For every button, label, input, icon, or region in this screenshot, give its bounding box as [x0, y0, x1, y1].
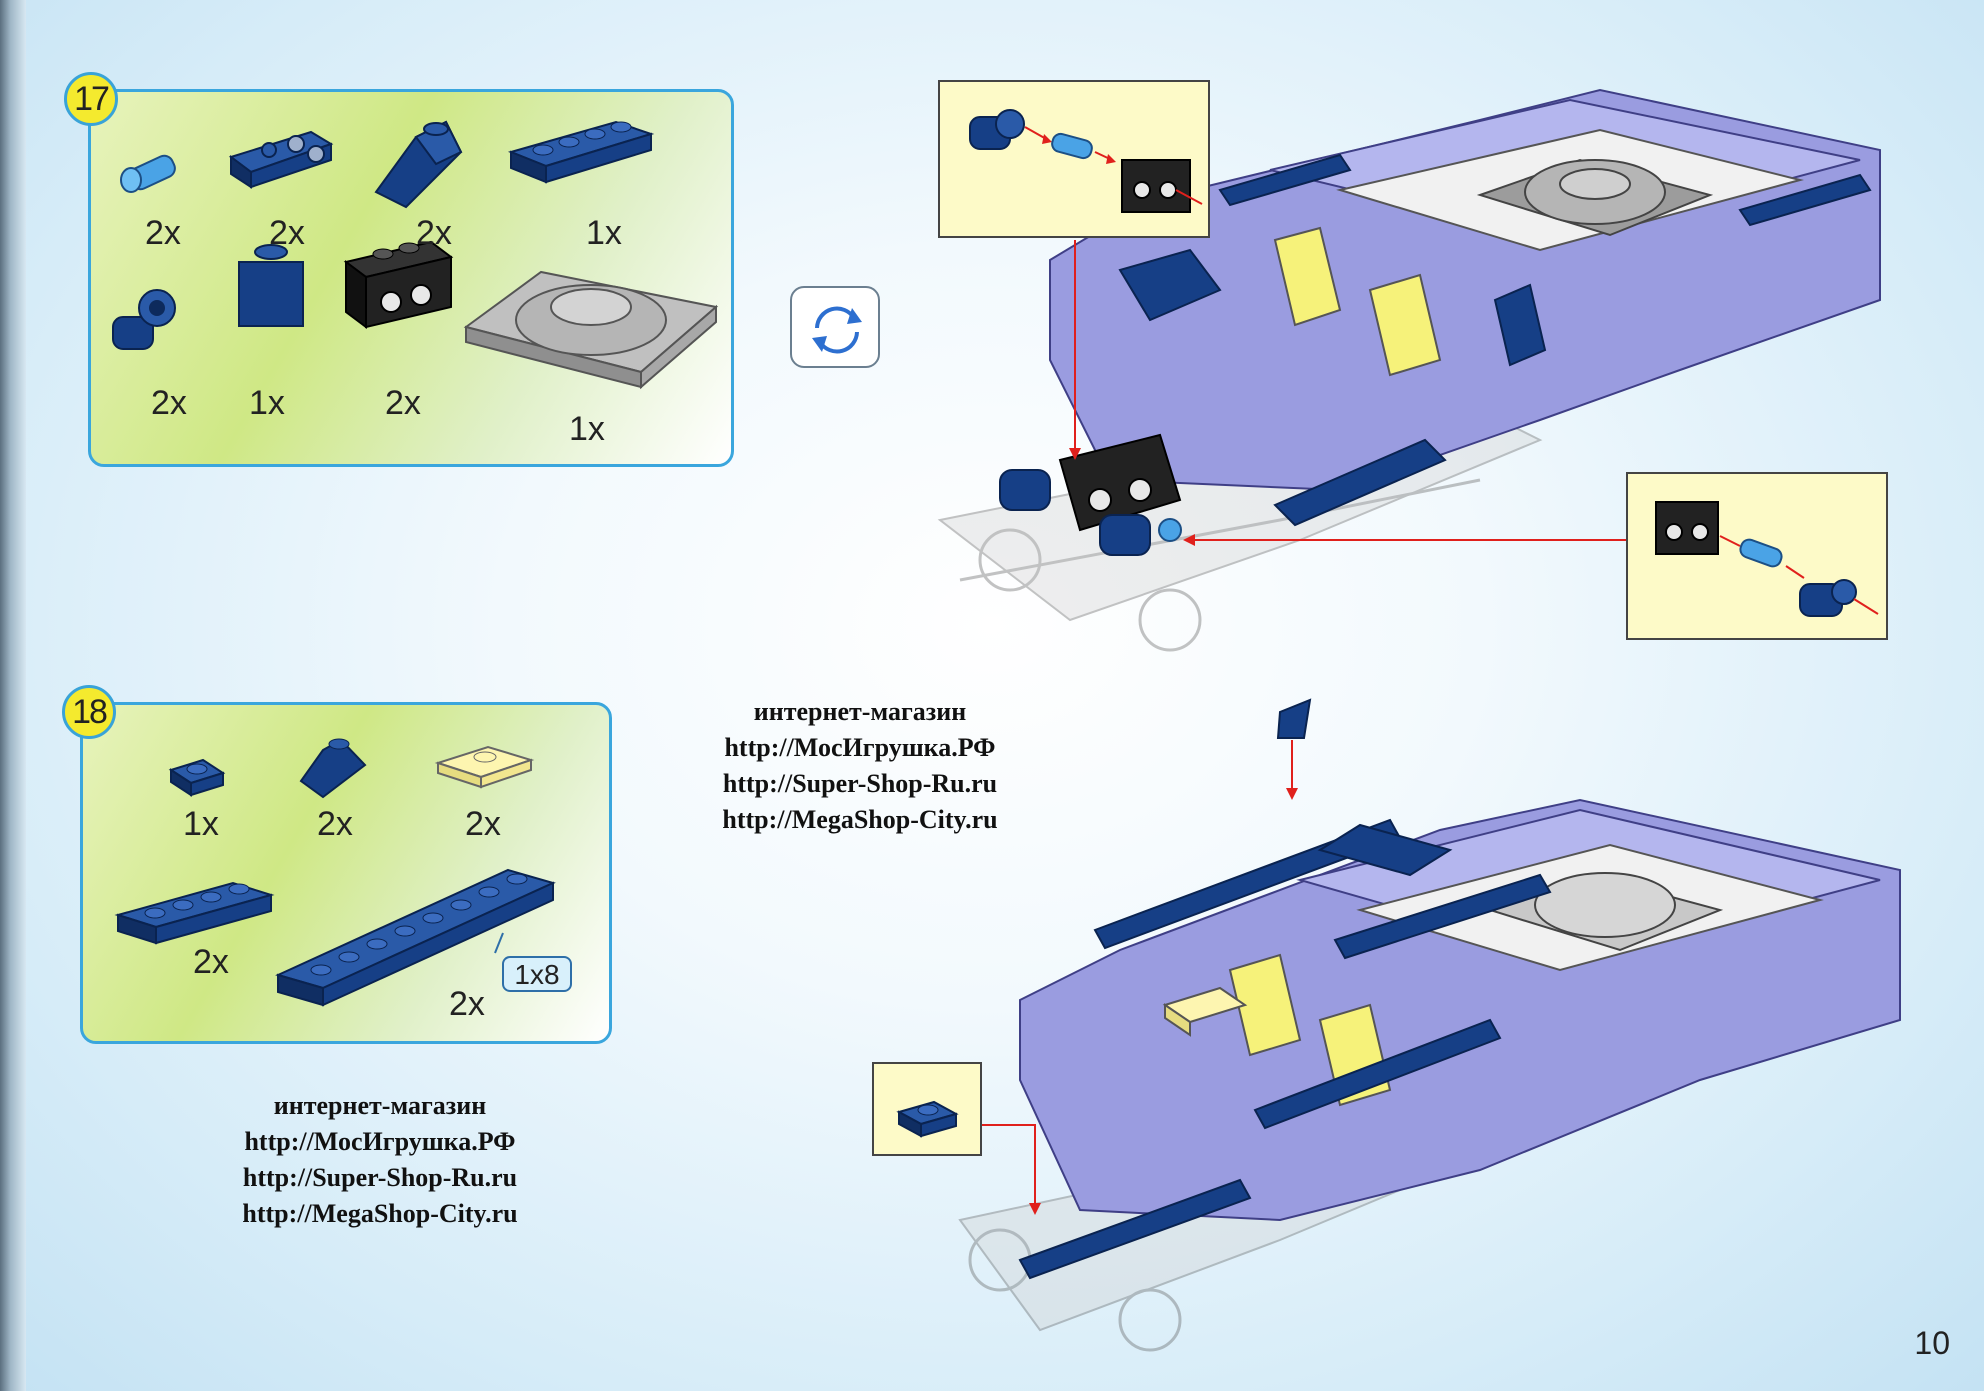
shop-link[interactable]: http://Super-Shop-Ru.ru [242, 1163, 518, 1192]
book-spine-shadow [0, 0, 26, 1391]
shop-link[interactable]: http://МосИгрушка.РФ [244, 1127, 516, 1156]
yellow-tile-1x2-icon [434, 745, 535, 789]
step-18-model-illustration [958, 698, 1901, 1352]
part-qty: 2x [416, 214, 452, 252]
shop-link[interactable]: http://Super-Shop-Ru.ru [722, 769, 998, 798]
step-17-callout-right [1626, 472, 1888, 640]
shop-notice-line: интернет-магазин [753, 697, 967, 726]
step-18-parts-art [114, 738, 556, 1007]
dark-blue-plate-1x1-icon [168, 758, 226, 797]
step-17-parts-panel: 2x 2x 2x 1x 2x 1x 2x 1x [88, 89, 734, 467]
dark-blue-slope-icon [374, 120, 463, 209]
step-17-model-illustration [937, 88, 1881, 652]
part-size-tag: 1x8 [502, 956, 572, 992]
dark-blue-slope-small-icon [299, 738, 367, 799]
shop-notice: интернет-магазин http://МосИгрушка.РФ ht… [680, 694, 1040, 838]
part-qty: 2x [193, 943, 229, 981]
shop-link[interactable]: http://MegaShop-City.ru [722, 805, 998, 834]
part-qty: 2x [269, 214, 305, 252]
part-qty: 2x [145, 214, 181, 252]
part-qty: 1x [183, 805, 219, 843]
step-17-callout-left [938, 80, 1210, 238]
shop-link[interactable]: http://MegaShop-City.ru [242, 1199, 518, 1228]
dark-blue-plate-1x8-icon [275, 868, 556, 1007]
step-number-badge: 18 [62, 685, 116, 739]
part-qty: 2x [465, 805, 501, 843]
dark-blue-brick-1x1-icon [238, 244, 304, 327]
page-number: 10 [1914, 1325, 1950, 1361]
part-qty: 1x [586, 214, 622, 252]
rotate-model-icon [790, 286, 880, 368]
shop-notice: интернет-магазин http://МосИгрушка.РФ ht… [200, 1088, 560, 1232]
gray-turntable-plate-icon [463, 270, 719, 390]
step-18-callout [872, 1062, 982, 1156]
step-number-badge: 17 [64, 72, 118, 126]
blue-axle-pin-icon [120, 154, 176, 193]
part-qty: 2x [151, 384, 187, 422]
dark-blue-plate-1x4-icon [114, 881, 275, 945]
black-technic-brick-icon [343, 240, 454, 329]
dark-blue-pin-connector-icon [112, 289, 176, 350]
step-18-parts-panel: 1x 2x 2x 2x 2x [80, 702, 612, 1044]
part-qty: 2x [317, 805, 353, 843]
part-qty: 1x [249, 384, 285, 422]
dark-blue-plate-with-holes-icon [228, 130, 334, 189]
part-qty: 2x [449, 985, 485, 1023]
part-qty: 2x [385, 384, 421, 422]
step-17-parts-art [112, 120, 719, 390]
shop-link[interactable]: http://МосИгрушка.РФ [724, 733, 996, 762]
part-qty: 1x [569, 410, 605, 448]
shop-notice-line: интернет-магазин [273, 1091, 487, 1120]
dark-blue-plate-1x4-icon [507, 120, 655, 184]
